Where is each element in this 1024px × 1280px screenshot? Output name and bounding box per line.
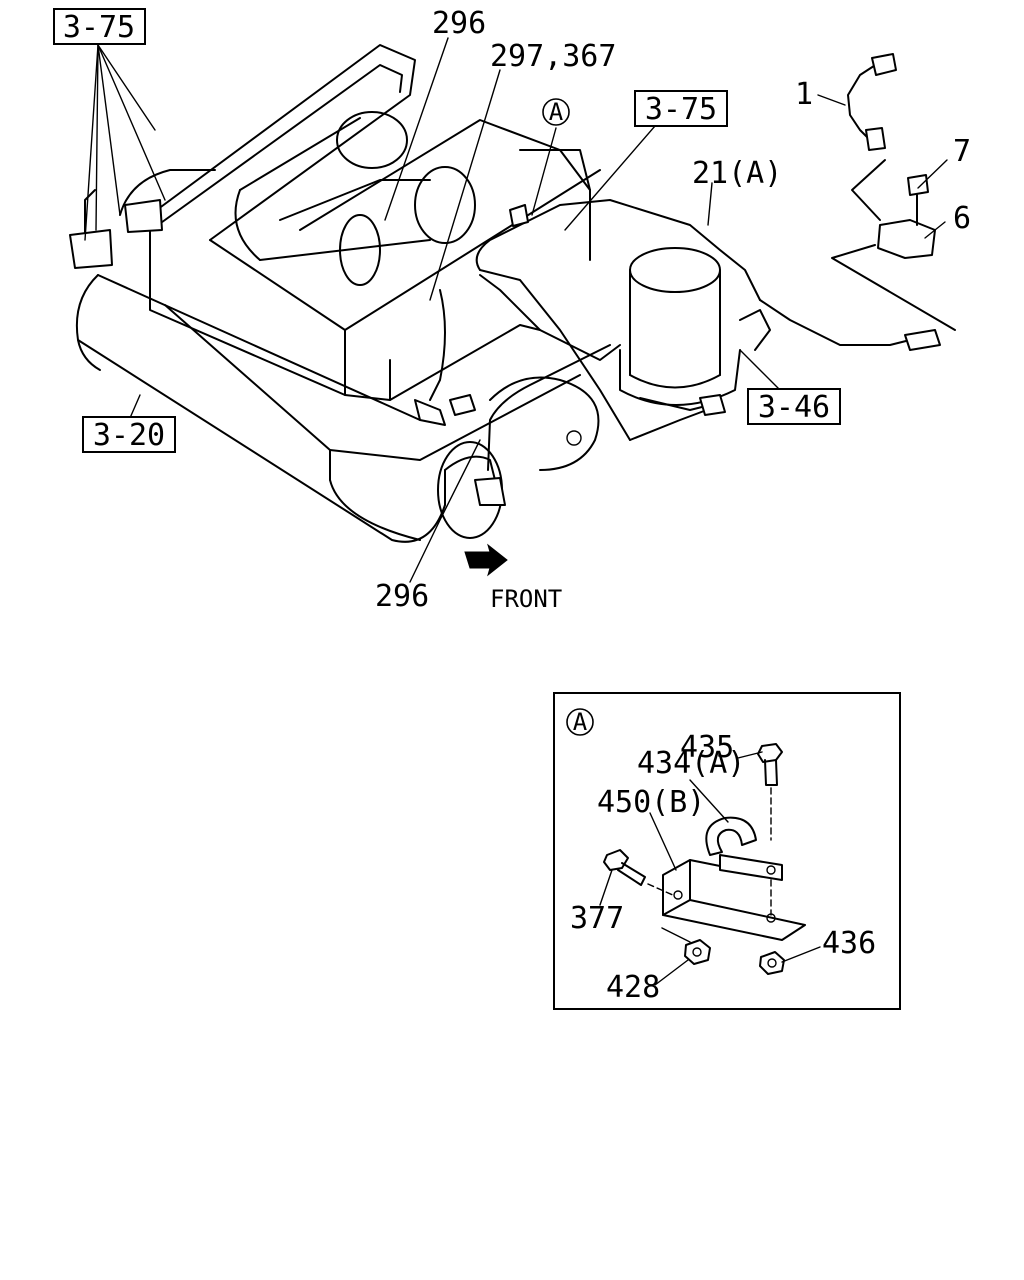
bolt-435 — [757, 743, 783, 841]
label-6: 6 — [953, 201, 971, 236]
bolt-377 — [603, 849, 676, 897]
label-296-bottom: 296 — [375, 579, 429, 614]
svg-text:A: A — [573, 708, 588, 736]
callout-a-marker: A — [542, 98, 570, 126]
svg-text:3-46: 3-46 — [758, 390, 830, 425]
label-434a: 434(A) — [637, 746, 745, 781]
label-436: 436 — [822, 926, 876, 961]
detail-a-marker: A — [566, 708, 594, 736]
label-1: 1 — [795, 77, 813, 112]
nut-436 — [759, 951, 785, 975]
pipe-1-assembly — [831, 53, 956, 331]
label-297-367: 297,367 — [490, 39, 616, 74]
front-arrow — [464, 543, 508, 577]
label-435: 435 — [680, 730, 734, 765]
main-assembly-drawing — [69, 44, 956, 577]
svg-text:A: A — [549, 98, 564, 126]
label-428: 428 — [606, 970, 660, 1005]
ref-box-3-20: 3-20 — [82, 416, 176, 453]
ref-box-3-46: 3-46 — [747, 388, 841, 425]
detail-a-inset: A — [553, 692, 901, 1010]
svg-text:3-75: 3-75 — [645, 92, 717, 127]
svg-text:3-75: 3-75 — [63, 10, 135, 45]
label-377: 377 — [570, 901, 624, 936]
brake-pipes — [84, 169, 931, 471]
inner-reservoirs — [234, 111, 476, 286]
frame-rails — [149, 44, 601, 481]
leader-lines — [84, 37, 948, 583]
ref-box-3-75-top-left: 3-75 — [53, 8, 146, 45]
front-label: FRONT — [490, 585, 562, 613]
label-21a: 21(A) — [692, 156, 782, 191]
label-450b: 450(B) — [597, 785, 705, 820]
svg-text:3-20: 3-20 — [93, 418, 165, 453]
nut-428 — [661, 927, 711, 965]
ref-box-3-75-top-center: 3-75 — [634, 90, 728, 127]
pipe-fittings — [69, 199, 941, 506]
left-air-tank — [75, 274, 446, 543]
air-dryer — [619, 247, 771, 411]
bracket-450b — [662, 859, 806, 941]
label-7: 7 — [953, 134, 971, 169]
label-296-top: 296 — [432, 6, 486, 41]
